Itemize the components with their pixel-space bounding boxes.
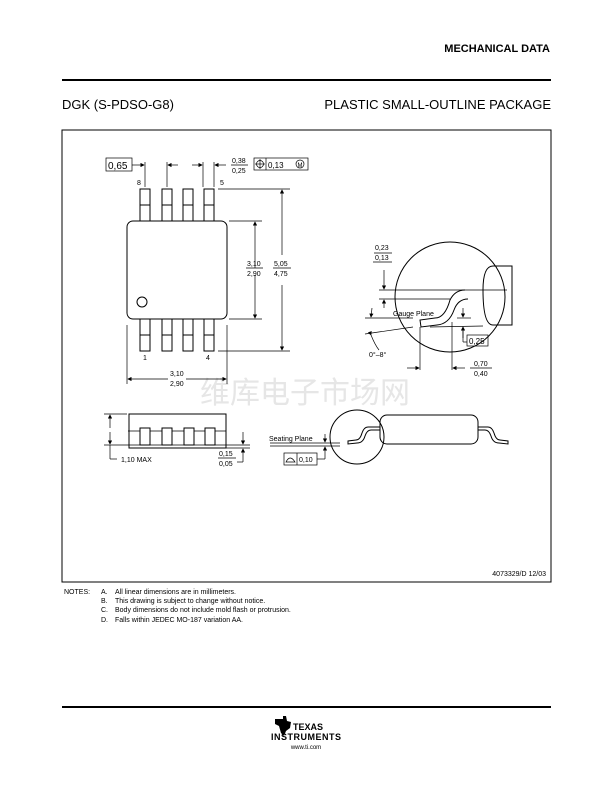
top-leads [139, 188, 215, 222]
body-width-max: 3,10 [170, 371, 184, 378]
notes: NOTES: A. All linear dimensions are in m… [64, 589, 291, 624]
note-letter: C. [101, 607, 108, 614]
drawing-frame [61, 129, 552, 583]
website-link[interactable]: www.ti.com [290, 745, 321, 751]
gauge-value: 0,25 [469, 337, 485, 346]
lead-thickness-max: 0,23 [375, 245, 389, 252]
package-body [126, 220, 228, 320]
lead-width-max: 0,38 [232, 158, 246, 165]
foot-length-max: 0,70 [474, 361, 488, 368]
overall-length-min: 4,75 [274, 271, 288, 278]
logo-texas: TEXAS [293, 722, 323, 732]
end-view: 1,10 MAX 0,15 0,05 [104, 413, 250, 468]
body-width-min: 2,90 [170, 381, 184, 388]
position-tolerance-frame: 0,13 M [253, 157, 309, 171]
standoff-min: 0,05 [219, 461, 233, 468]
pin1-marker [136, 296, 148, 308]
lead-thickness-min: 0,13 [375, 255, 389, 262]
lead-angle: 0°–8° [369, 351, 386, 359]
coplanarity-symbol-icon [285, 457, 296, 463]
pin-label-8: 8 [137, 180, 141, 187]
package-name: PLASTIC SMALL-OUTLINE PACKAGE [324, 97, 551, 112]
note-text: Body dimensions do not include mold flas… [115, 607, 291, 614]
texas-state-icon [275, 716, 291, 736]
seating-plane-label: Seating Plane [269, 436, 313, 443]
note-text: Falls within JEDEC MO-187 variation AA. [115, 617, 243, 624]
lead-width-min: 0,25 [232, 168, 246, 175]
package-height: 1,10 MAX [121, 457, 152, 464]
mmc-modifier: M [298, 163, 303, 169]
logo-instruments: INSTRUMENTS [271, 732, 341, 742]
pin-label-5: 5 [220, 180, 224, 187]
note-letter: A. [101, 589, 108, 596]
note-letter: B. [101, 598, 108, 605]
body-length-min: 2,90 [247, 271, 261, 278]
bottom-leads [139, 318, 215, 352]
gauge-plane-label: Gauge Plane [393, 311, 434, 318]
pin-label-1: 1 [143, 355, 147, 362]
body-length-max: 3,10 [247, 261, 261, 268]
ti-logo: TEXAS INSTRUMENTS [271, 716, 341, 742]
section-title: MECHANICAL DATA [444, 43, 550, 55]
pin-label-4: 4 [206, 355, 210, 362]
position-tolerance: 0,13 [268, 161, 284, 170]
foot-length-min: 0,40 [474, 371, 488, 378]
standoff-max: 0,15 [219, 451, 233, 458]
note-text: All linear dimensions are in millimeters… [115, 589, 236, 596]
coplanarity-value: 0,10 [299, 457, 313, 464]
drawing-number: 4073329/D 12/03 [492, 571, 546, 578]
note-letter: D. [101, 617, 108, 624]
overall-length-max: 5,05 [274, 261, 288, 268]
notes-label: NOTES: [64, 589, 90, 596]
note-text: This drawing is subject to change withou… [115, 598, 265, 605]
pitch-dimension: 0,65 [108, 161, 128, 172]
package-code: DGK (S-PDSO-G8) [62, 97, 174, 112]
top-view: 8 5 1 4 0,65 0,38 0,25 0,13 M [105, 157, 309, 388]
watermark: 维库电子市场网 [200, 376, 410, 411]
side-view: Seating Plane 0,10 [269, 409, 509, 466]
lead-detail-view: Gauge Plane 0,23 0,13 0,25 0°–8° 0,70 0,… [364, 241, 513, 378]
